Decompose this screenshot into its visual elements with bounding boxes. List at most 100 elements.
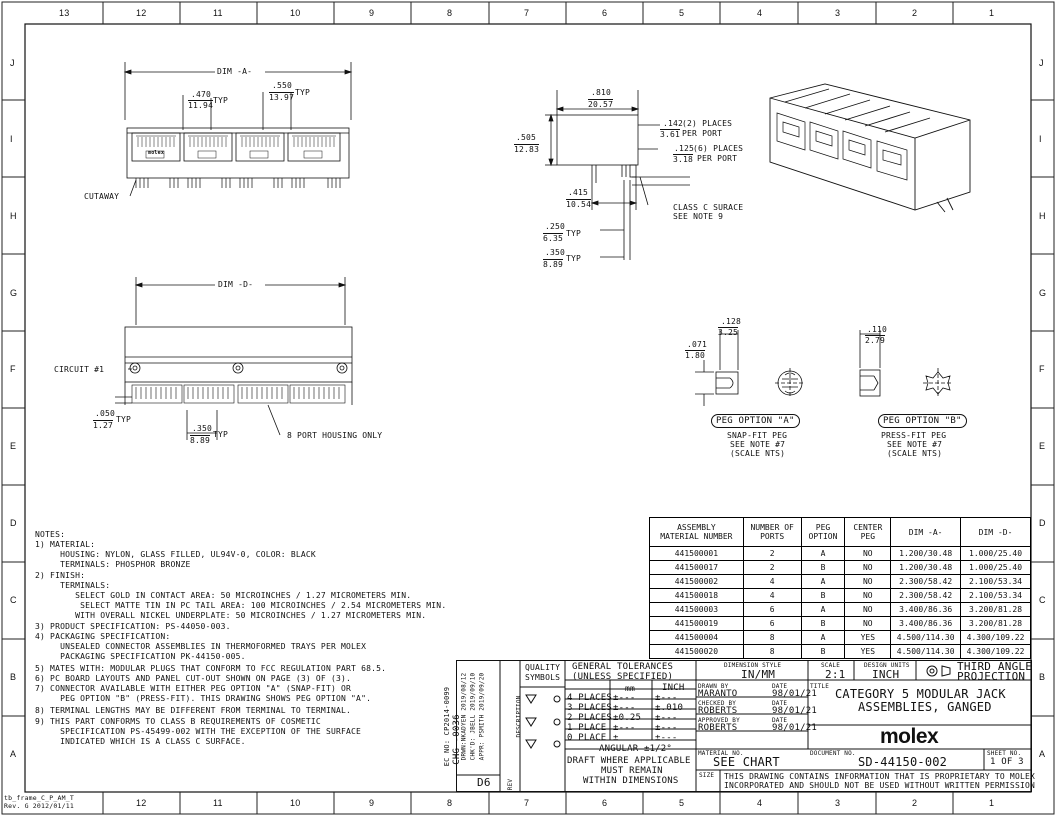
note-line: INDICATED WHICH IS A CLASS C SURFACE. [35, 737, 246, 746]
cell: NO [844, 560, 892, 575]
tol-places: 2 PLACES [567, 713, 612, 723]
row-label: E [1039, 441, 1046, 451]
design-units-label: DESIGN UNITS [864, 662, 910, 669]
dim-style-value: IN/MM [741, 668, 776, 681]
col-label: 8 [447, 798, 453, 808]
cell: 4.500/114.30 [890, 630, 962, 645]
cell: B [800, 616, 846, 631]
cell: 2.100/53.34 [960, 574, 1031, 589]
dim-350s: .350 [545, 248, 566, 257]
col-label: 10 [290, 8, 301, 18]
col-label: 2 [912, 798, 918, 808]
row-label: I [10, 134, 13, 144]
cell: NO [844, 574, 892, 589]
cell: 2.100/53.34 [960, 588, 1031, 603]
col-label: 10 [290, 798, 301, 808]
peg-b-label: PEG OPTION "B" [878, 414, 967, 428]
angular-label: ANGULAR ±1/2° [599, 744, 673, 754]
peg-b-l2: SEE NOTE #7 [887, 440, 943, 449]
col-label: 9 [369, 798, 375, 808]
draft-3: WITHIN DIMENSIONS [583, 776, 679, 786]
row-label: H [10, 211, 17, 221]
note-line: SPECIFICATION PS-45499-002 WITH THE EXCE… [35, 727, 362, 736]
dim-250-typ: TYP [566, 229, 582, 238]
dim-250: .250 [545, 222, 566, 231]
cell: A [800, 546, 846, 561]
col-label: 3 [835, 8, 841, 18]
dim-a-label: DIM -A- [217, 67, 253, 76]
dim-415: .415 [568, 188, 589, 197]
design-units-value: INCH [872, 668, 900, 681]
cell: NO [844, 546, 892, 561]
th-ports: NUMBER OF PORTS [742, 517, 802, 547]
dim-505: .505 [516, 133, 537, 142]
scale-value: 2:1 [825, 668, 846, 681]
tol-inch: ±--- [655, 713, 678, 723]
cell: 441500001 [649, 546, 744, 561]
tol-inch: ±--- [655, 693, 678, 703]
dim-110: .110 [867, 325, 888, 334]
cell: 4 [742, 588, 802, 603]
col-label: 11 [213, 8, 223, 18]
dim-125-mm: 3.18 [673, 154, 694, 164]
cell: 441500017 [649, 560, 744, 575]
cell: 441500020 [649, 644, 744, 659]
dim-550: .550 [272, 81, 293, 90]
cutaway-label: CUTAWAY [84, 192, 120, 201]
material-label: MATERIAL NO. [698, 750, 744, 757]
symbols-label: SYMBOLS [525, 673, 561, 682]
quality-label: QUALITY [525, 663, 561, 672]
scale-label: SCALE [821, 662, 841, 669]
note-line: HOUSING: NYLON, GLASS FILLED, UL94V-0, C… [35, 550, 316, 559]
drawn-by-value: MARANTO [698, 689, 738, 699]
peg-b-l1: PRESS-FIT PEG [881, 431, 947, 440]
dim-071-mm: 1.80 [685, 350, 706, 360]
dim-470-typ: TYP [213, 96, 229, 105]
cell: B [800, 644, 846, 659]
note-line: UNSEALED CONNECTOR ASSEMBLIES IN THERMOF… [35, 642, 367, 651]
dim-125-places: (6) PLACES [693, 144, 744, 153]
size-label: SIZE [699, 772, 715, 779]
assembly-table: ASSEMBLY MATERIAL NUMBER NUMBER OF PORTS… [649, 517, 1031, 659]
note-line: 1) MATERIAL: [35, 540, 96, 549]
cell: 1.200/30.48 [890, 546, 962, 561]
top-view-brand: molex [148, 150, 165, 156]
cell: 1.200/30.48 [890, 560, 962, 575]
notes-title: NOTES: [35, 530, 66, 539]
note-line: SELECT GOLD IN CONTACT AREA: 50 MICROINC… [35, 591, 412, 600]
dim-350f: .350 [192, 424, 213, 433]
row-label: H [1039, 211, 1046, 221]
peg-a-l3: (SCALE NTS) [730, 449, 786, 458]
dim-128-mm: 3.25 [718, 327, 739, 337]
drawing-title-2: ASSEMBLIES, GANGED [858, 700, 992, 714]
cell: 2.300/58.42 [890, 588, 962, 603]
cell: 1.000/25.40 [960, 560, 1031, 575]
tol-mm: ±--- [613, 703, 636, 713]
dim-style-label: DIMENSION STYLE [724, 662, 782, 669]
cell: 441500004 [649, 630, 744, 645]
frame-rev: Rev. G 2012/01/11 [4, 802, 74, 810]
dim-350s-mm: 8.89 [543, 259, 564, 269]
cell: 4.500/114.30 [890, 644, 962, 659]
th-assembly: ASSEMBLY MATERIAL NUMBER [649, 517, 744, 547]
date-label: DATE [772, 717, 788, 724]
note-line: 7) CONNECTOR AVAILABLE WITH EITHER PEG O… [35, 684, 352, 693]
peg-options-drawing [695, 330, 953, 406]
cell: 6 [742, 616, 802, 631]
tol-mm: ±--- [613, 693, 636, 703]
rev-approved: APPR: PSMITH 2019/09/20 [478, 672, 486, 761]
isometric-view-drawing [769, 83, 971, 213]
cell: B [800, 560, 846, 575]
description-label: DESCRIPTION [515, 695, 523, 738]
row-label: D [1039, 518, 1046, 528]
dim-125: .125 [674, 144, 695, 153]
document-label: DOCUMENT NO. [810, 750, 856, 757]
top-view-drawing [123, 62, 353, 197]
col-label: 7 [524, 798, 530, 808]
rev-label: REV [507, 778, 515, 791]
frame-id: tb_frame_C_P_AM_T [4, 794, 74, 802]
cell: 4.300/109.22 [960, 630, 1031, 645]
note-line: 6) PC BOARD LAYOUTS AND PANEL CUT-OUT SH… [35, 674, 352, 683]
